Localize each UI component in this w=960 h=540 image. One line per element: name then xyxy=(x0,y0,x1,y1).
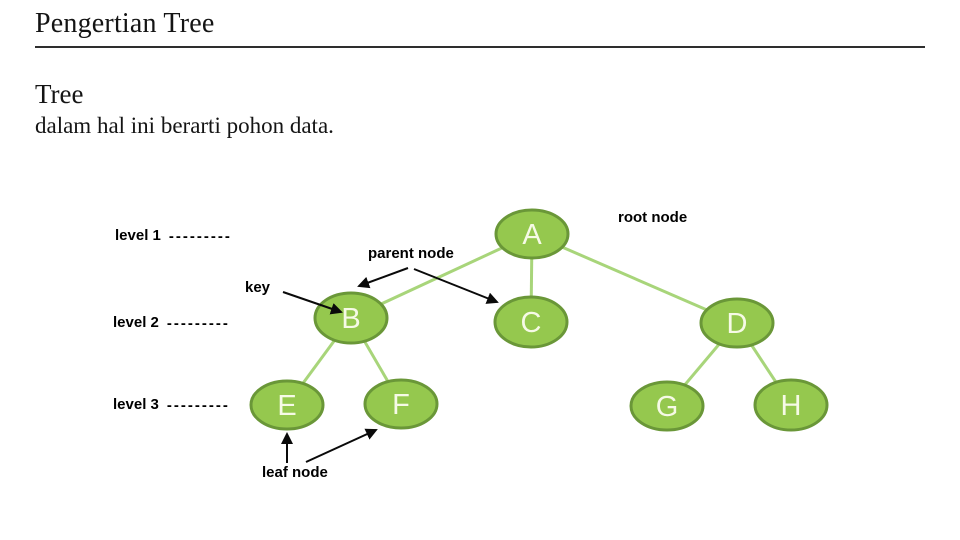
node-c-label: C xyxy=(521,307,542,339)
node-f-shape xyxy=(363,378,439,430)
tree-node-a: A xyxy=(494,208,570,260)
section-subheading: dalam hal ini berarti pohon data. xyxy=(35,113,334,138)
tree-node-c: C xyxy=(493,295,569,349)
parent-node-arrow-right xyxy=(413,268,499,304)
level-1-row: level 1 --------- xyxy=(115,228,232,245)
node-e-label: E xyxy=(277,390,296,422)
title-underline xyxy=(35,46,925,48)
node-f-label: F xyxy=(392,389,410,421)
level-1-label: level 1 xyxy=(115,227,161,245)
level-3-label: level 3 xyxy=(113,396,159,414)
node-h-label: H xyxy=(781,390,802,422)
node-d-label: D xyxy=(727,308,748,340)
node-g-shape xyxy=(629,380,705,432)
level-2-label: level 2 xyxy=(113,314,159,332)
node-h-shape xyxy=(753,378,829,432)
level-2-row: level 2 --------- xyxy=(113,315,230,332)
node-b-label: B xyxy=(341,303,360,335)
key-label: key xyxy=(245,279,271,296)
parent-node-label: parent node xyxy=(368,245,454,262)
level-2-dashes: --------- xyxy=(166,315,230,332)
section-heading: Tree xyxy=(35,79,84,109)
annotation-arrows xyxy=(281,267,499,463)
leaf-node-label: leaf node xyxy=(262,464,328,481)
node-a-shape xyxy=(494,208,570,260)
node-a-label: A xyxy=(522,219,542,251)
node-e-shape xyxy=(249,379,325,431)
tree-node-b: B xyxy=(313,291,389,345)
level-3-dashes: --------- xyxy=(166,397,230,414)
root-node-label: root node xyxy=(618,209,688,226)
leaf-node-arrow-diagonal xyxy=(305,428,378,463)
tree-node-d: D xyxy=(699,297,775,349)
key-arrow xyxy=(282,291,343,315)
tree-node-h: H xyxy=(753,378,829,432)
page-title: Pengertian Tree xyxy=(35,8,215,39)
tree-node-f: F xyxy=(363,378,439,430)
tree-nodes: A B C D E F G xyxy=(249,208,829,432)
level-1-dashes: --------- xyxy=(168,228,232,245)
node-g-label: G xyxy=(656,391,679,423)
edge-a-d xyxy=(531,232,738,325)
level-3-row: level 3 --------- xyxy=(113,397,230,414)
node-d-shape xyxy=(699,297,775,349)
tree-node-e: E xyxy=(249,379,325,431)
node-c-shape xyxy=(493,295,569,349)
tree-node-g: G xyxy=(629,380,705,432)
parent-node-arrow-left xyxy=(357,267,409,289)
